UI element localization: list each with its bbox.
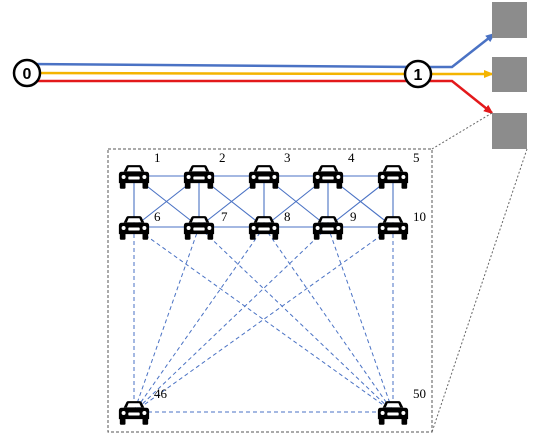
vehicle-label: 50 (413, 386, 426, 401)
node-1: 1 (403, 59, 433, 89)
vehicle-label: 9 (350, 209, 357, 224)
vehicle-3: 3 (248, 150, 291, 189)
edge-dashed (133, 226, 200, 413)
edge-dashed (198, 226, 394, 413)
path-blue (26, 32, 496, 69)
vehicle-group: 1 2 3 4 5 6 7 8 9 10 46 50 (118, 150, 426, 425)
vehicle-label: 3 (284, 150, 291, 165)
zoom-line-top (431, 112, 493, 150)
inset-frame (107, 148, 433, 433)
vehicle-label: 5 (413, 150, 420, 165)
node-1-label: 1 (414, 67, 423, 84)
vehicle-9: 9 (312, 209, 357, 240)
vehicle-label: 46 (154, 386, 168, 401)
node-0: 0 (12, 58, 42, 88)
path-red (27, 79, 494, 115)
vehicle-label: 10 (413, 209, 426, 224)
vehicle-4: 4 (312, 150, 355, 189)
vehicle-1: 1 (118, 150, 161, 189)
destination-box-middle (492, 57, 527, 92)
edge-dashed (133, 226, 265, 413)
car-icon (118, 401, 150, 425)
vehicle-label: 7 (221, 209, 228, 224)
zoom-line-bottom (431, 148, 528, 433)
vehicle-label: 1 (154, 150, 161, 165)
vehicle-10: 10 (377, 209, 426, 240)
vehicle-50: 50 (377, 386, 426, 425)
car-icon (312, 216, 344, 240)
edge-dashed (327, 226, 394, 413)
vehicle-46: 46 (118, 386, 168, 425)
node-0-label: 0 (23, 66, 32, 83)
car-icon (183, 216, 215, 240)
vehicle-label: 6 (154, 209, 161, 224)
edge-dashed (263, 226, 394, 413)
vehicle-6: 6 (118, 209, 161, 240)
destination-box-top (492, 2, 527, 38)
vehicle-label: 4 (348, 150, 355, 165)
vehicle-label: 8 (284, 209, 291, 224)
vehicle-5: 5 (377, 150, 420, 189)
destination-box-bottom (492, 113, 527, 149)
car-icon (377, 401, 409, 425)
car-icon (248, 216, 280, 240)
vehicle-2: 2 (183, 150, 226, 189)
vehicle-label: 2 (219, 150, 226, 165)
edge-dashed (133, 226, 329, 413)
vehicle-7: 7 (183, 209, 228, 240)
vehicle-8: 8 (248, 209, 291, 240)
